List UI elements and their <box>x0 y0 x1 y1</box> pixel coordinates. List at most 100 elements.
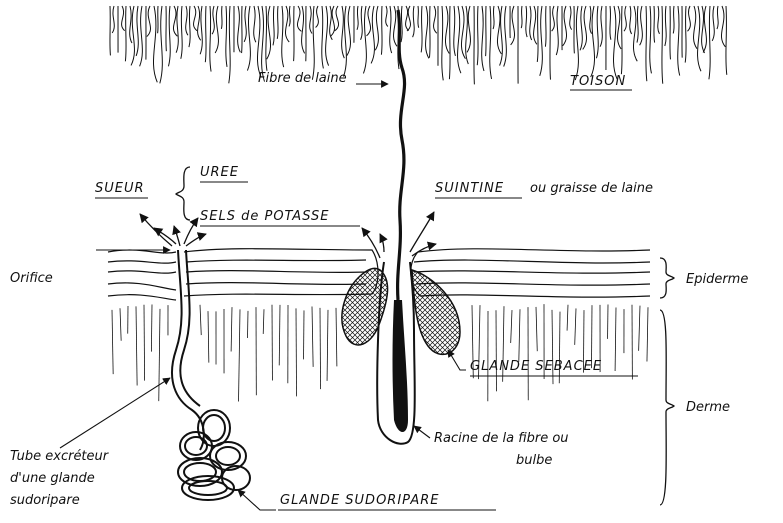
fleece-fibre <box>257 6 261 78</box>
fleece-fibre <box>591 6 595 77</box>
fleece-fibre <box>130 6 132 43</box>
fleece-fibre <box>390 6 392 53</box>
fleece-fibre <box>357 6 358 30</box>
fleece-fibre <box>375 6 378 50</box>
fleece-fibre <box>461 6 465 59</box>
fleece-fibre <box>131 6 134 65</box>
fleece-fibre <box>205 6 206 62</box>
label-toison: TOISON <box>570 74 626 89</box>
fleece-fibre <box>273 6 274 45</box>
fleece-fibre <box>429 6 430 58</box>
fleece-fibre <box>381 6 382 55</box>
fleece-fibre <box>335 6 339 31</box>
fleece-fibre <box>310 6 312 34</box>
fleece-fibre <box>563 6 567 46</box>
fleece-fibre <box>717 6 718 29</box>
dermis-stroke <box>151 304 152 351</box>
fleece-fibre <box>698 6 701 71</box>
fleece-fibre <box>477 6 478 65</box>
dermis-stroke <box>200 305 201 335</box>
dermis-stroke <box>567 305 568 331</box>
fleece-fibre <box>511 6 515 45</box>
sweat-gland <box>172 250 250 500</box>
fleece-fibre <box>537 6 538 62</box>
label-tube-line1: Tube excréteur <box>10 449 110 464</box>
fleece-fibre <box>181 6 182 59</box>
fleece-fibre <box>326 6 329 66</box>
dermis-stroke <box>639 306 640 351</box>
fleece-fibre <box>678 6 680 76</box>
fleece-fibre <box>449 6 450 79</box>
fleece-fibre <box>344 6 347 77</box>
fleece-fibre <box>312 6 314 80</box>
fleece-fibre <box>112 6 114 33</box>
dermis-stroke <box>336 308 337 367</box>
fleece-fibre <box>540 6 543 76</box>
dermis-stroke <box>136 306 137 385</box>
fleece-fibre <box>467 6 470 52</box>
fleece-fibre <box>624 6 626 31</box>
fleece-fibre <box>238 6 241 52</box>
fleece-fibre <box>215 6 218 53</box>
label-suintine-suffix: ou graisse de laine <box>530 181 653 196</box>
dermis-stroke <box>511 310 512 343</box>
fleece-fibre <box>122 6 125 31</box>
fleece-fibre <box>244 6 246 42</box>
fleece-fibre <box>658 6 660 34</box>
fleece-fibre <box>613 6 617 79</box>
fleece-fibre <box>521 6 522 28</box>
fleece-fibre <box>445 6 449 54</box>
dermis-stroke <box>208 311 209 363</box>
fleece-fibre <box>363 6 366 73</box>
label-glande-sudoripare: GLANDE SUDORIPARE <box>280 493 440 508</box>
dermis-stroke <box>239 309 240 401</box>
fleece-fibre <box>493 6 494 29</box>
label-sels-de-potasse: SELS de POTASSE <box>200 209 329 224</box>
fleece-fibre <box>413 6 415 37</box>
fleece-fibre <box>721 6 725 47</box>
fleece-fibre <box>210 6 211 72</box>
dermis-stroke <box>120 308 121 340</box>
fleece-fibres <box>110 6 727 84</box>
fleece-fibre <box>168 6 170 66</box>
fleece-fibre <box>418 6 419 28</box>
fleece-fibre <box>482 6 484 71</box>
fleece-fibre <box>247 6 250 71</box>
fleece-fibre <box>322 6 324 68</box>
fleece-fibre <box>726 6 727 75</box>
fleece-fibre <box>266 6 267 71</box>
label-racine-line1: Racine de la fibre ou <box>434 431 569 446</box>
fleece-fibre <box>289 6 290 26</box>
fleece-fibre <box>702 6 705 53</box>
dermis-stroke <box>159 309 160 401</box>
fleece-fibre <box>442 6 443 80</box>
fleece-fibre <box>426 6 429 58</box>
label-epiderme: Epiderme <box>686 272 748 287</box>
fleece-fibre <box>654 6 655 43</box>
fleece-fibre <box>189 6 190 47</box>
fleece-fibre <box>694 6 697 49</box>
dermis-stroke <box>575 308 576 344</box>
fleece-fibre <box>458 6 461 73</box>
label-derme: Derme <box>686 400 730 415</box>
fleece-fibre <box>186 6 188 35</box>
fleece-fibre <box>394 6 397 46</box>
label-glande-sebacee: GLANDE SEBACEE <box>470 359 602 374</box>
fleece-fibre <box>371 6 374 63</box>
fleece-fibre <box>534 6 537 44</box>
fleece-fibre <box>633 6 637 61</box>
fleece-fibre <box>198 6 201 40</box>
dermis-stroke <box>231 307 232 351</box>
label-orifice: Orifice <box>10 271 53 286</box>
fleece-fibre <box>596 6 598 58</box>
fleece-fibre <box>670 6 671 59</box>
fleece-fibre <box>650 6 652 73</box>
fleece-fibre <box>361 6 363 40</box>
fleece-fibre <box>526 6 527 37</box>
dermis-stroke <box>112 310 113 374</box>
fleece-fibre <box>466 6 469 64</box>
fleece-fibre <box>712 6 714 41</box>
fleece-fibre <box>600 6 602 47</box>
fleece-fibre <box>140 6 143 66</box>
